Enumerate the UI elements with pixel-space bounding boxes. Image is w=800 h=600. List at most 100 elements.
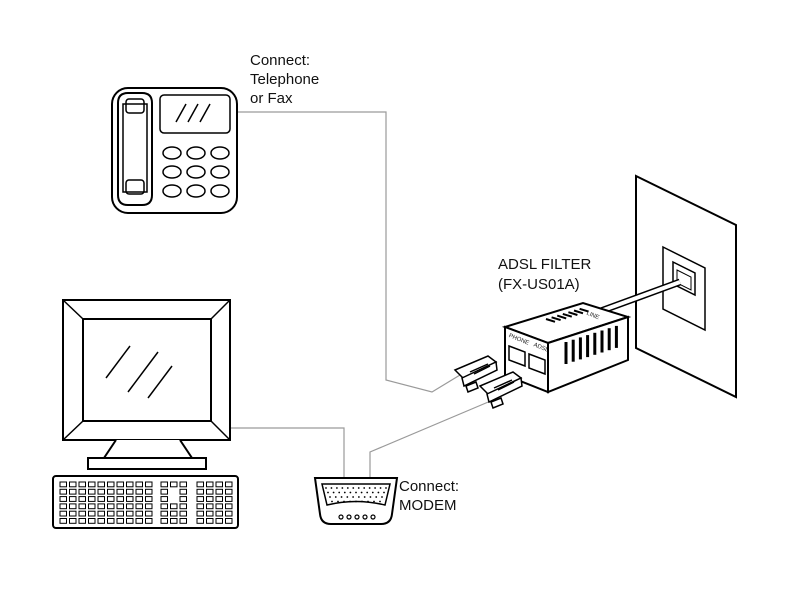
- modem-grille-dot: [373, 500, 375, 503]
- modem-grille-dot: [375, 496, 378, 498]
- modem-grille-dot: [377, 491, 380, 494]
- keyboard-key: [179, 503, 187, 510]
- filter-label-line1: ADSL FILTER: [498, 256, 592, 273]
- modem-grille-dot: [357, 496, 360, 498]
- keyboard-key: [145, 503, 153, 510]
- modem-grille-dot: [337, 500, 339, 503]
- keyboard-key: [179, 510, 187, 517]
- keyboard-key: [206, 481, 214, 488]
- cables: [228, 111, 494, 478]
- keyboard-key: [196, 503, 204, 510]
- modem-grille-dot: [325, 487, 327, 489]
- keyboard-key: [225, 518, 233, 524]
- keyboard-key: [196, 510, 204, 517]
- modem-grille-dot: [379, 500, 381, 503]
- keyboard-key: [170, 518, 178, 524]
- keyboard-key: [107, 510, 115, 517]
- modem-grille-dot: [363, 487, 366, 489]
- keyboard-key: [69, 518, 77, 524]
- keyboard-key: [225, 496, 233, 502]
- modem-grille-dot: [363, 496, 366, 498]
- phone-label-line1: Connect:: [250, 52, 311, 69]
- keyboard-key: [126, 496, 134, 502]
- line-cable: [596, 278, 682, 316]
- keyboard-key: [78, 503, 86, 510]
- keyboard-key: [225, 503, 233, 510]
- keyboard-key: [69, 496, 77, 502]
- filter-vent-slot: [545, 318, 556, 323]
- keyboard-key: [69, 510, 77, 517]
- filter-vent-slot: [573, 309, 584, 315]
- keyboard-key: [126, 503, 134, 510]
- keyboard-key: [97, 503, 105, 510]
- keyboard-key: [116, 481, 124, 488]
- telephone-icon: [111, 87, 238, 214]
- modem-grille-dot: [355, 500, 357, 503]
- keyboard-key: [88, 503, 96, 510]
- keyboard-key: [179, 518, 187, 524]
- keyboard-key: [59, 481, 67, 488]
- keyboard-key: [135, 518, 143, 524]
- modem-grille-dot: [349, 491, 352, 494]
- modem-grille-dot: [366, 491, 369, 494]
- modem-icon: [313, 477, 399, 525]
- monitor-icon: [62, 299, 231, 470]
- keyboard-key: [135, 510, 143, 517]
- keyboard-key: [160, 503, 168, 510]
- keyboard-key: [206, 503, 214, 510]
- keyboard-key: [179, 481, 187, 488]
- modem-plug-icon: [478, 371, 523, 409]
- keyboard-key: [107, 496, 115, 502]
- modem-label-line2: MODEM: [399, 497, 457, 514]
- keyboard-key: [160, 518, 168, 524]
- computer-cable: [228, 427, 345, 478]
- keyboard-key: [78, 488, 86, 495]
- keyboard-key: [97, 518, 105, 524]
- modem-grille-dot: [361, 500, 363, 503]
- modem-grille-dot: [368, 487, 371, 489]
- keyboard-key: [145, 496, 153, 502]
- keyboard-key: [116, 488, 124, 495]
- modem-grille-dot: [374, 487, 376, 489]
- keyboard-key: [170, 503, 178, 510]
- modem-grille-dot: [369, 496, 372, 498]
- keyboard-key: [135, 496, 143, 502]
- modem-grille-dot: [383, 491, 385, 494]
- keyboard-key: [69, 481, 77, 488]
- keyboard-key: [107, 481, 115, 488]
- keyboard-key: [179, 488, 187, 495]
- modem-grille-dot: [346, 487, 349, 489]
- keyboard-key: [88, 510, 96, 517]
- keyboard-key: [78, 510, 86, 517]
- phone-label-line3: or Fax: [250, 90, 293, 107]
- keyboard-key: [170, 481, 178, 488]
- modem-grille-dot: [327, 491, 329, 494]
- keyboard-key: [145, 518, 153, 524]
- keyboard-key: [69, 488, 77, 495]
- phone-cable: [235, 111, 461, 393]
- keyboard-key: [196, 488, 204, 495]
- keyboard-key: [78, 496, 86, 502]
- keyboard-key: [196, 518, 204, 524]
- modem-grille-dot: [355, 491, 357, 494]
- keyboard-key: [196, 496, 204, 502]
- keyboard-key: [145, 481, 153, 488]
- keyboard-key: [126, 481, 134, 488]
- modem-grille-dot: [385, 487, 387, 489]
- keyboard-key: [116, 510, 124, 517]
- keyboard-key: [107, 503, 115, 510]
- filter-vent-slot: [579, 307, 589, 313]
- keyboard-key: [107, 488, 115, 495]
- keyboard-key: [179, 496, 187, 502]
- keyboard-key: [107, 518, 115, 524]
- phone-label-line2: Telephone: [250, 71, 320, 88]
- modem-grille-dot: [336, 487, 338, 489]
- modem-grille-dot: [371, 491, 374, 494]
- keyboard-key: [215, 481, 223, 488]
- modem-grille-dot: [331, 500, 333, 503]
- wall-jack-plate-icon: [635, 174, 737, 399]
- keyboard-key: [145, 488, 153, 495]
- modem-grille-dot: [340, 496, 343, 498]
- keyboard-key: [206, 488, 214, 495]
